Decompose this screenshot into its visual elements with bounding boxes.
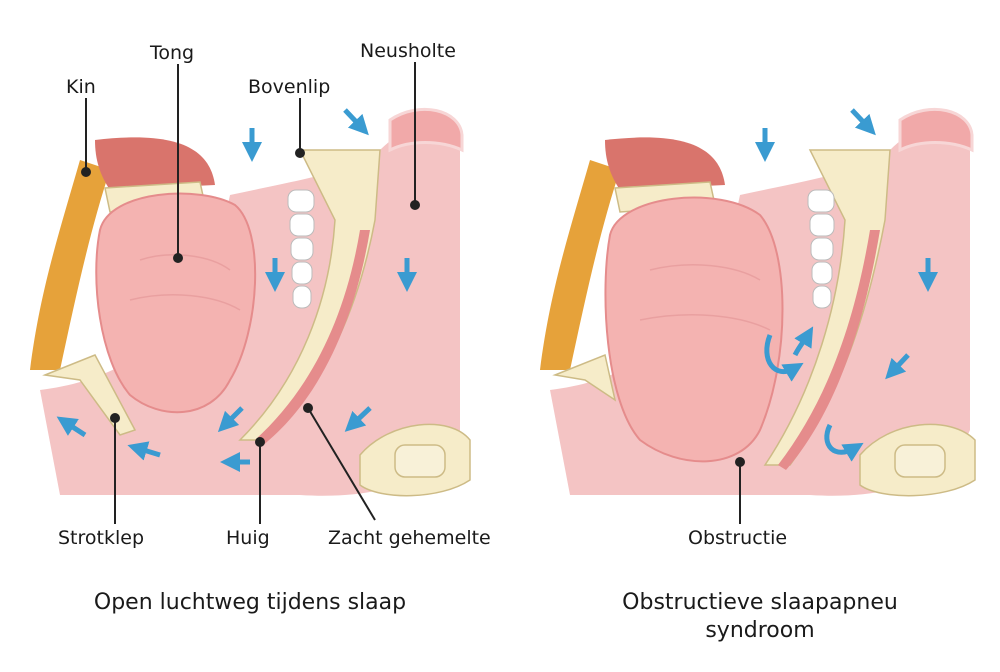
label-strotklep: Strotklep [58, 527, 144, 549]
right-obstruction-illustration [540, 109, 975, 524]
label-kin: Kin [66, 76, 96, 98]
caption-open-airway: Open luchtweg tijdens slaap [40, 590, 460, 616]
label-tong: Tong [150, 42, 194, 64]
label-zacht-gehemelte: Zacht gehemelte [328, 527, 491, 549]
caption-osas-line1: Obstructieve slaapapneu [560, 590, 960, 616]
label-neusholte: Neusholte [360, 40, 456, 62]
caption-osas-line2: syndroom [560, 618, 960, 644]
label-bovenlip: Bovenlip [248, 76, 330, 98]
label-huig: Huig [226, 527, 270, 549]
label-obstructie: Obstructie [688, 527, 787, 549]
left-airway-illustration [30, 62, 470, 524]
